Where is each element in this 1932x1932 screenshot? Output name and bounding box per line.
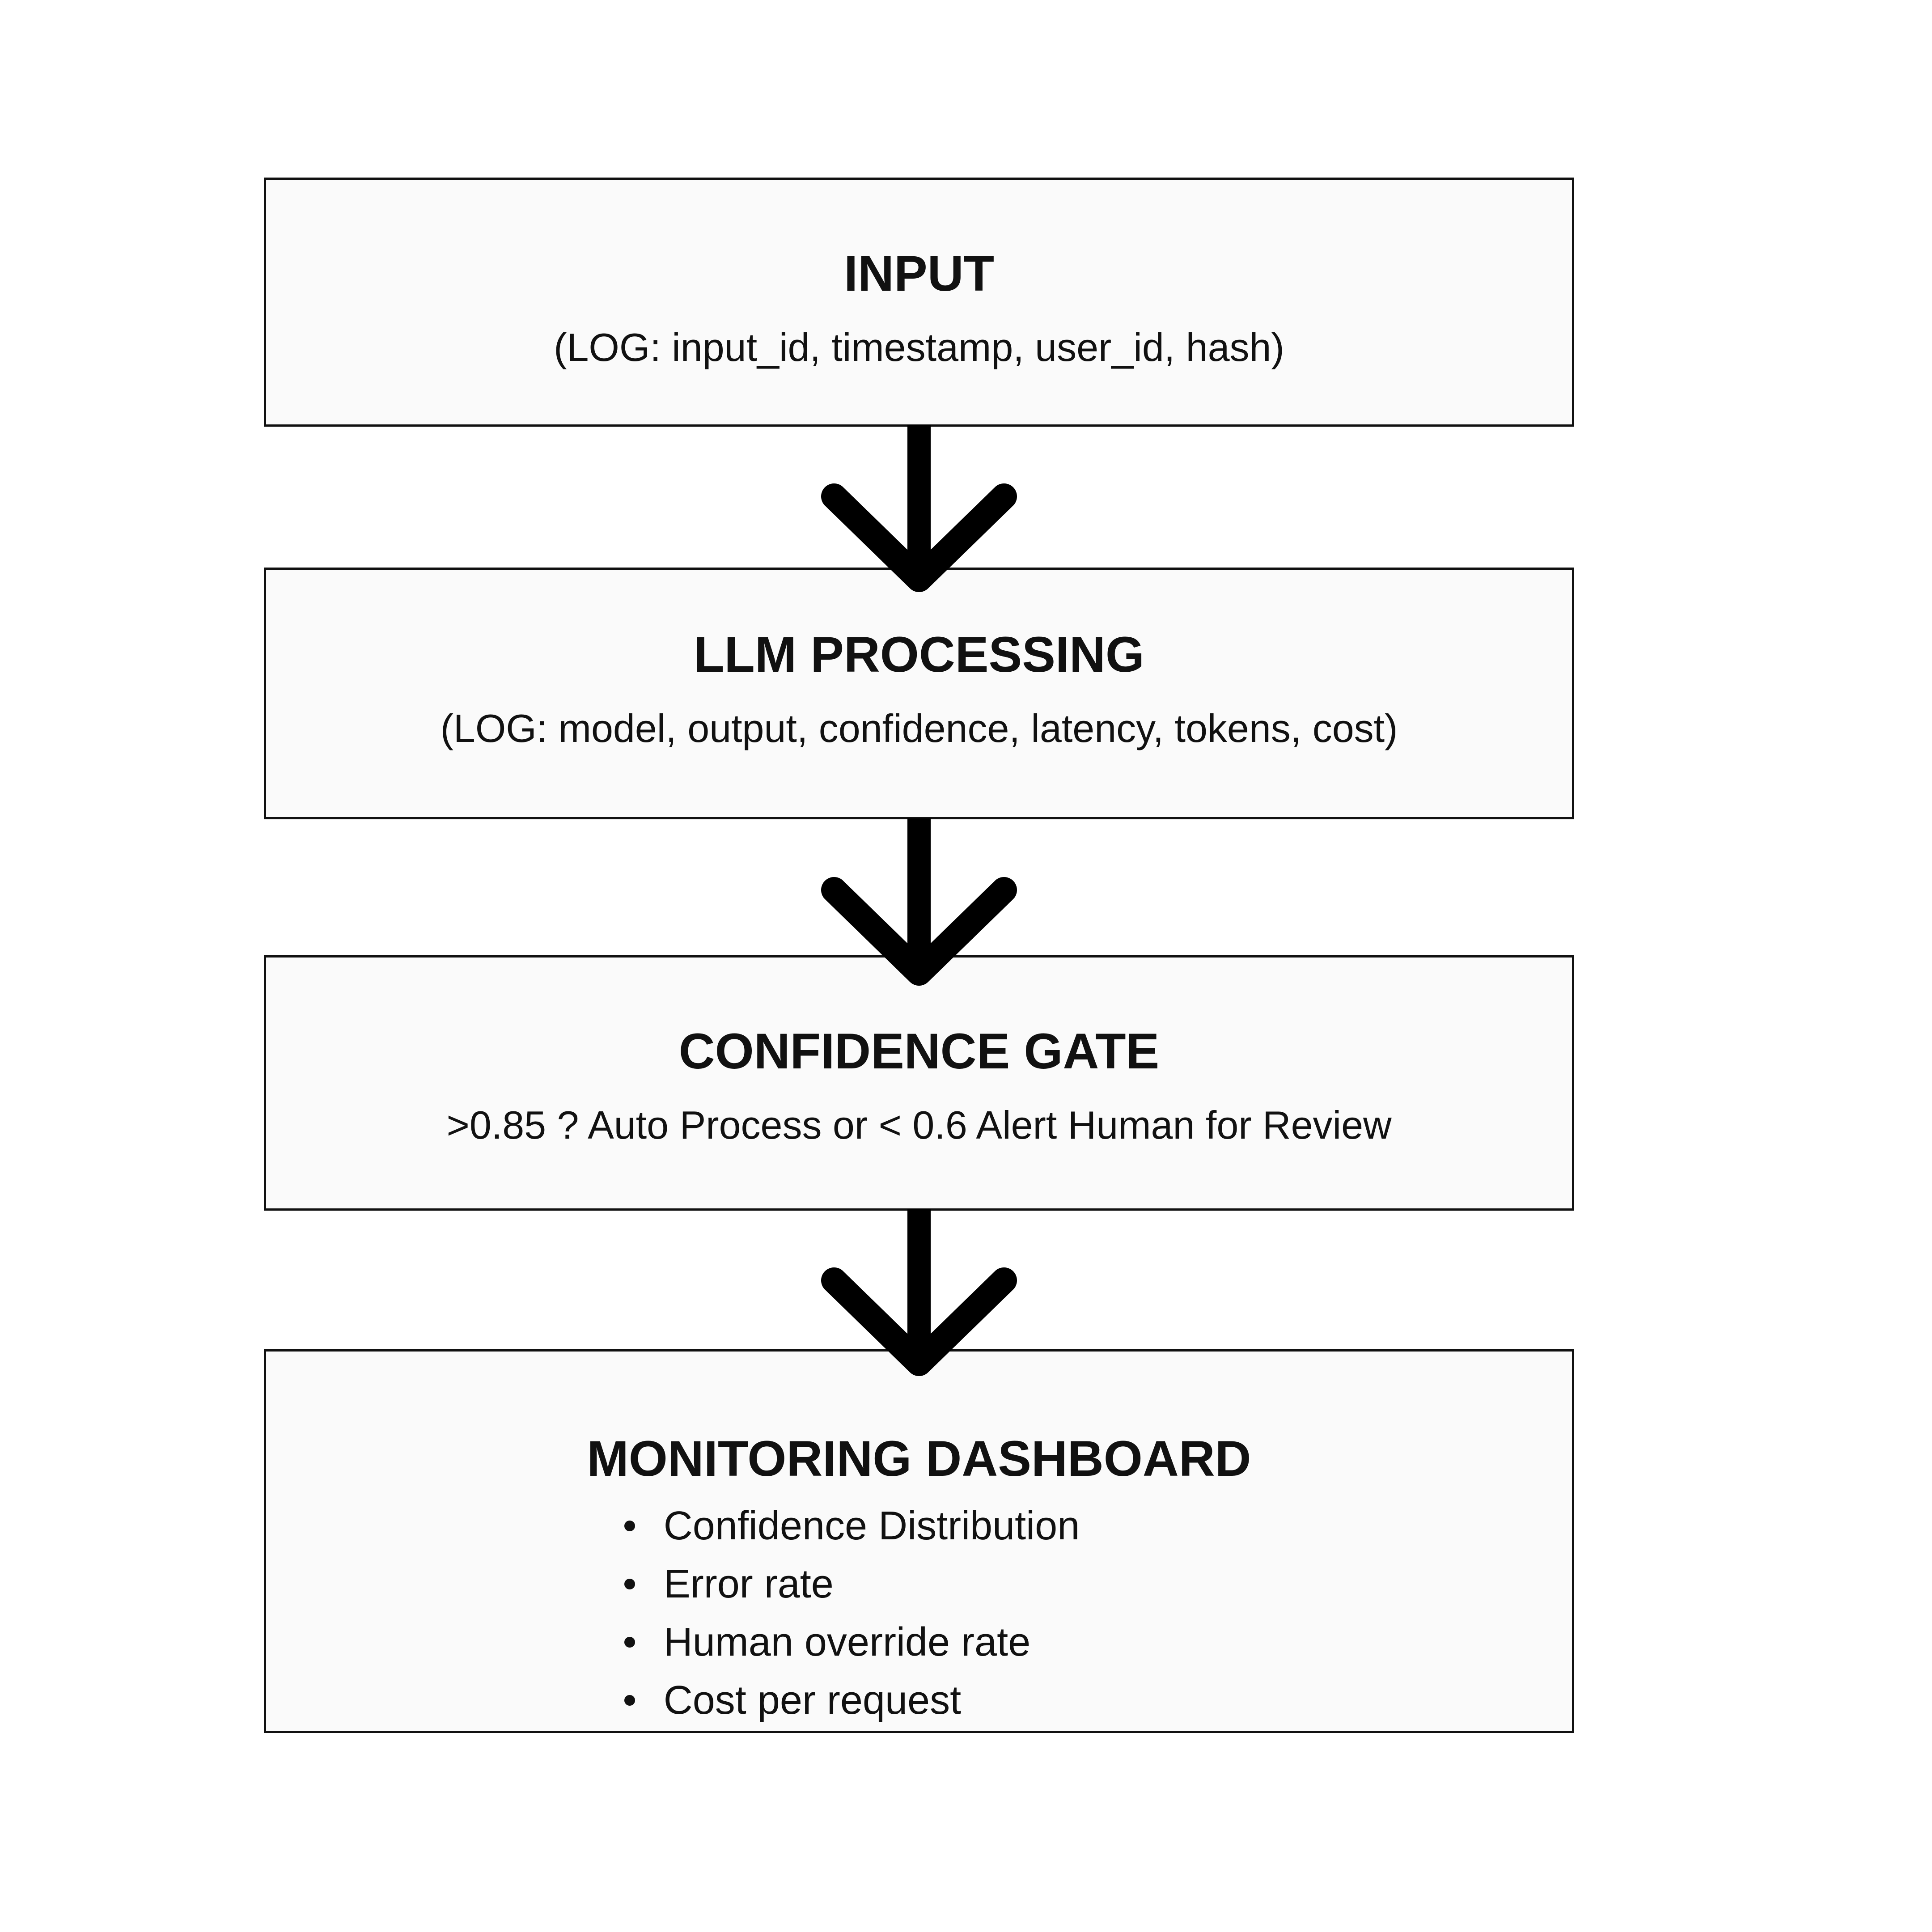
flowchart-node-llm-processing: LLM PROCESSING (LOG: model, output, conf…: [264, 568, 1574, 819]
bullet-icon: [624, 1579, 635, 1589]
dashboard-metric-list: Confidence Distribution Error rate Human…: [624, 1497, 1080, 1729]
bullet-icon: [624, 1637, 635, 1648]
node-subtitle: (LOG: input_id, timestamp, user_id, hash…: [554, 325, 1284, 369]
list-item: Cost per request: [624, 1671, 1080, 1729]
node-subtitle: >0.85 ? Auto Process or < 0.6 Alert Huma…: [446, 1103, 1392, 1147]
node-title: CONFIDENCE GATE: [678, 1023, 1160, 1079]
arrow-down-icon: [821, 425, 1017, 592]
list-item-label: Error rate: [663, 1562, 834, 1606]
node-subtitle: (LOG: model, output, confidence, latency…: [440, 706, 1398, 750]
node-title: INPUT: [844, 246, 994, 301]
list-item: Human override rate: [624, 1613, 1080, 1671]
node-title: MONITORING DASHBOARD: [587, 1431, 1251, 1487]
node-title: LLM PROCESSING: [693, 627, 1145, 682]
list-item-label: Cost per request: [663, 1678, 962, 1723]
list-item: Confidence Distribution: [624, 1497, 1080, 1555]
flowchart-node-input: INPUT (LOG: input_id, timestamp, user_id…: [264, 178, 1574, 427]
bullet-icon: [624, 1695, 635, 1706]
arrow-down-icon: [821, 818, 1017, 986]
flowchart-node-monitoring-dashboard: MONITORING DASHBOARD Confidence Distribu…: [264, 1349, 1574, 1733]
list-item-label: Confidence Distribution: [663, 1504, 1080, 1548]
list-item-label: Human override rate: [663, 1620, 1031, 1665]
flowchart-node-confidence-gate: CONFIDENCE GATE >0.85 ? Auto Process or …: [264, 955, 1574, 1211]
bullet-icon: [624, 1521, 635, 1531]
list-item: Error rate: [624, 1555, 1080, 1613]
arrow-down-icon: [821, 1209, 1017, 1376]
